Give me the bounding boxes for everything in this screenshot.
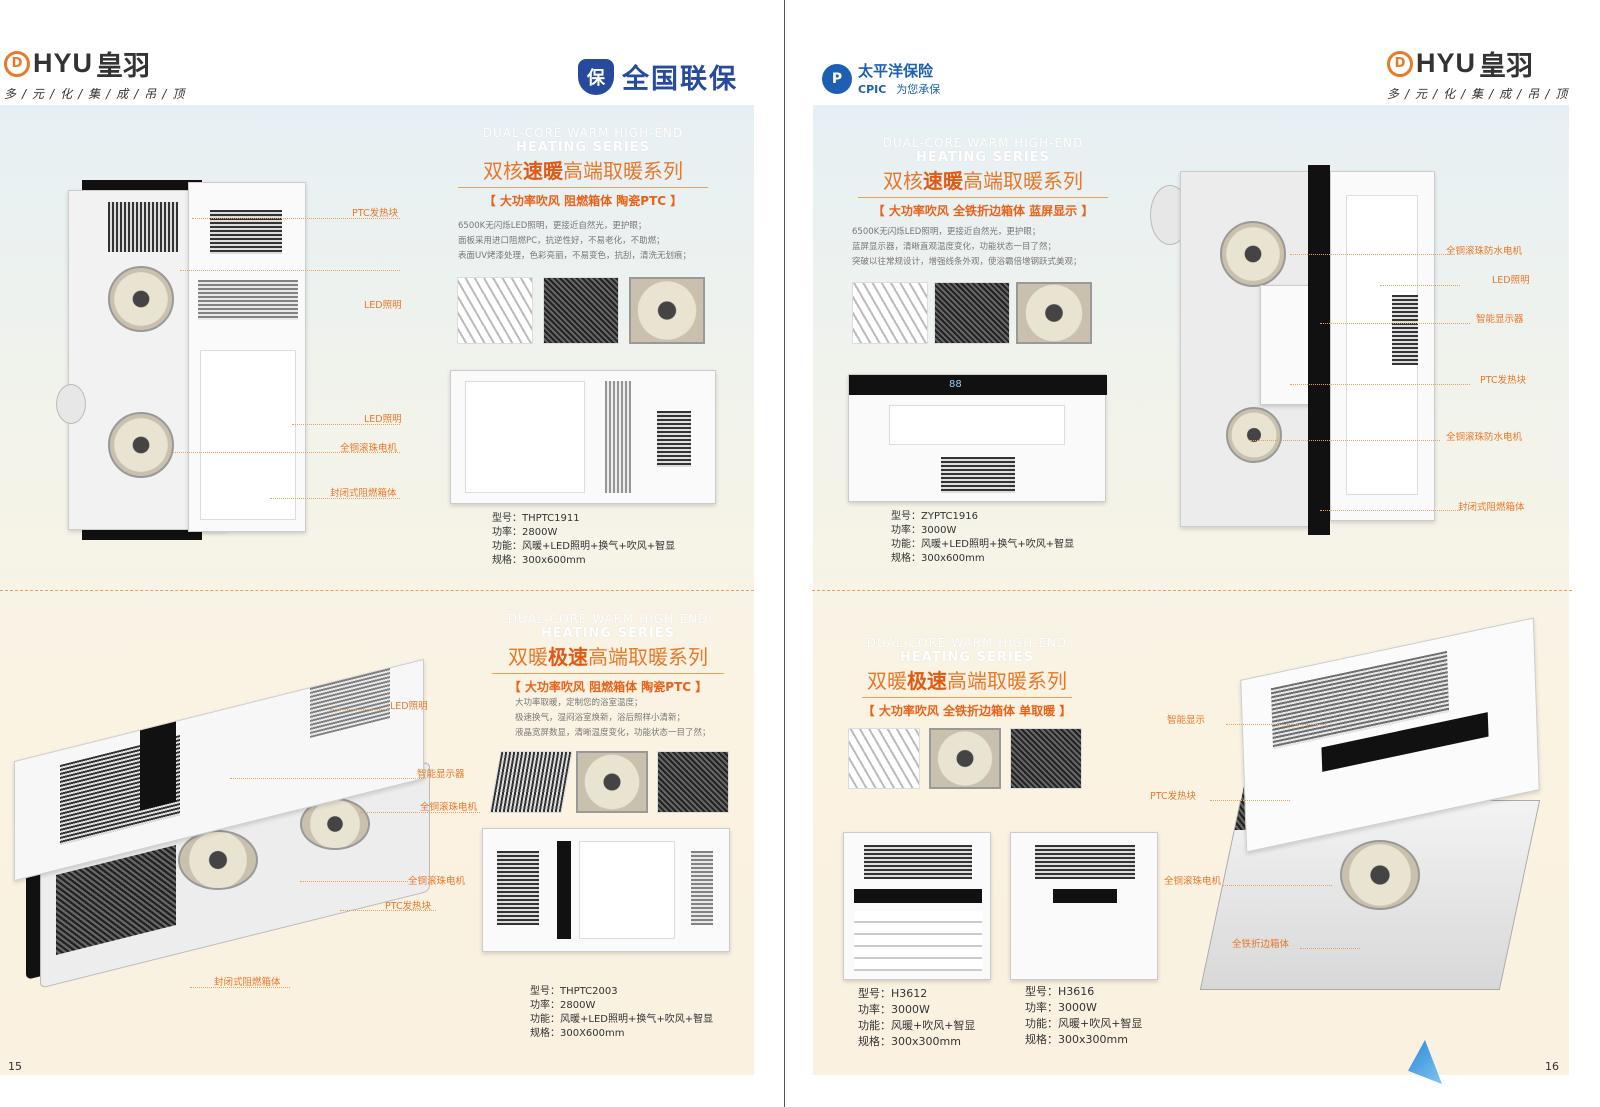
section-heading-h36: DUAL-CORE WARM HIGH-END HEATING SERIES 双… [862,636,1072,719]
description-zyptc1916: 6500K无闪烁LED照明，更接近自然光，更护眼； 蓝屏显示器，清晰直观温度变化… [852,227,1082,267]
left-page: D HYU 皇羽 多/元/化/集/成/吊/顶 保 全国联保 PTC发热块 LED… [0,0,754,1107]
brand-cn: 皇羽 [96,51,151,82]
warranty-badge: 保 全国联保 [578,57,738,96]
thumb-fan-detail-d [929,728,1001,789]
thumb-fan-detail-b [576,751,648,813]
warranty-text: 全国联保 [622,64,738,95]
heading-tagline-b: 【 大功率吹风 阻燃箱体 陶瓷PTC 】 [508,680,708,694]
product-image-zyptc1916 [1150,165,1435,535]
label-waterproof-motor: 全铜滚珠防水电机 [1446,246,1523,257]
product-image-h36 [1199,617,1558,1000]
page-number-right: 16 [1545,1060,1559,1073]
description-thptc1911: 6500K无闪烁LED照明，更接近自然光，更护眼； 面板采用进口阻燃PC，抗逆性… [458,221,692,261]
product-front-thptc1911 [450,370,716,504]
spec-thptc2003: 型号：THPTC2003 功率：2800W 功能：风暖+LED照明+换气+吹风+… [530,986,714,1039]
heading-en-line2-c: HEATING SERIES [916,150,1050,165]
brand-mark-icon: D [4,50,30,77]
brand-word: HYU [33,48,94,78]
heading-en-line2-d: HEATING SERIES [900,650,1034,665]
label-copper-motor-c: 全铜滚珠电机 [408,876,466,887]
brand-mark-icon-right: D [1387,50,1413,77]
label-smart-display-c: 智能显示器 [1476,314,1524,325]
heading-en-line1-c: DUAL-CORE WARM HIGH-END [882,136,1084,150]
label-led-light-b: LED照明 [390,701,428,712]
brand-tagline-right: 多/元/化/集/成/吊/顶 [1387,87,1574,101]
heading-en-line2: HEATING SERIES [516,140,650,155]
product-front-h3612 [843,832,991,980]
heading-en-line1-d: DUAL-CORE WARM HIGH-END [866,636,1068,650]
section-heading-thptc2003: DUAL-CORE WARM HIGH-END HEATING SERIES 双… [492,612,724,695]
cpic-icon: P [822,63,852,94]
thumb-fan-detail-c [1016,282,1092,344]
spec-thptc1911: 型号：THPTC1911 功率：2800W 功能：风暖+LED照明+换气+吹风+… [492,513,676,566]
thumb-mesh-detail-b [657,751,729,813]
heading-cn-title-d: 双暖极速高端取暖系列 [862,665,1072,698]
spec-h3616: 型号：H3616 功率：3000W 功能：风暖+吹风+智显 规格：300x300… [1025,985,1143,1046]
product-image-thptc1911 [56,180,306,540]
label-sealed-box: 封闭式阻燃箱体 [330,488,397,499]
thumb-panel-detail-d [848,728,920,789]
label-ptc-heater-c: PTC发热块 [1480,375,1527,386]
label-iron-box-d: 全铁折边箱体 [1232,939,1290,950]
thumb-grille-detail [489,751,573,813]
heading-cn-title-c: 双核速暖高端取暖系列 [858,165,1108,198]
heading-tagline: 【 大功率吹风 阻燃箱体 陶瓷PTC 】 [483,194,683,208]
label-sealed-box-b: 封闭式阻燃箱体 [214,977,281,988]
label-led-light: LED照明 [364,300,402,311]
section-divider-left [0,590,754,591]
heading-cn-title-b: 双暖极速高端取暖系列 [492,641,724,674]
spec-zyptc1916: 型号：ZYPTC1916 功率：3000W 功能：风暖+LED照明+换气+吹风+… [891,511,1075,564]
thumb-mesh-detail [543,277,619,344]
label-copper-motor: 全铜滚珠电机 [340,443,398,454]
label-copper-motor-d: 全铜滚珠电机 [1164,876,1222,887]
product-front-thptc2003 [482,828,730,952]
label-led-light-2: LED照明 [364,414,402,425]
heading-tagline-d: 【 大功率吹风 全铁折边箱体 单取暖 】 [862,704,1072,718]
thumb-mesh-detail-c [934,282,1010,344]
section-heading-zyptc1916: DUAL-CORE WARM HIGH-END HEATING SERIES 双… [858,136,1108,219]
brand-cn-right: 皇羽 [1479,51,1534,82]
label-ptc-heater-b: PTC发热块 [385,901,432,912]
thumb-panel-detail [457,277,533,344]
page-number-left: 15 [8,1060,22,1073]
thumb-mesh-detail-d [1010,728,1082,789]
label-copper-motor-b: 全铜滚珠电机 [420,802,478,813]
description-thptc2003: 大功率取暖，定制您的浴室温度； 极速换气，湿闷浴室焕新，浴后照样小清新； 液晶宽… [515,698,711,738]
brand-tagline: 多/元/化/集/成/吊/顶 [4,87,191,101]
brand-logo-right: D HYU 皇羽 多/元/化/集/成/吊/顶 [1387,44,1573,102]
spec-h3612: 型号：H3612 功率：3000W 功能：风暖+吹风+智显 规格：300x300… [858,987,976,1048]
label-led-light-c: LED照明 [1492,275,1530,286]
heading-en-line2-b: HEATING SERIES [541,626,675,641]
label-sealed-box-c: 封闭式阻燃箱体 [1458,502,1525,513]
label-smart-display: 智能显示器 [417,769,465,780]
label-ptc-heater: PTC发热块 [352,208,399,219]
heading-cn-title: 双核速暖高端取暖系列 [458,155,708,188]
section-heading-thptc1911: DUAL-CORE WARM HIGH-END HEATING SERIES 双… [458,126,708,209]
product-image-thptc2003 [10,658,440,990]
page-gutter [754,0,784,1107]
brand-word-right: HYU [1416,48,1477,78]
heading-tagline-c: 【 大功率吹风 全铁折边箱体 蓝屏显示 】 [872,204,1094,218]
heading-en-line1: DUAL-CORE WARM HIGH-END [482,126,684,140]
product-front-h3616 [1010,832,1158,980]
insurer-cn: 太平洋保险 [858,62,934,80]
label-smart-display-d: 智能显示 [1167,715,1206,726]
section-divider-right [812,590,1572,591]
heading-en-line1-b: DUAL-CORE WARM HIGH-END [507,612,709,626]
thumb-fan-detail [629,277,705,344]
brand-logo-left: D HYU 皇羽 多/元/化/集/成/吊/顶 [4,44,190,102]
shield-icon: 保 [578,58,614,95]
label-ptc-heater-d: PTC发热块 [1150,791,1197,802]
thumb-panel-detail-c [852,282,928,344]
product-front-zyptc1916: 88 [848,374,1107,502]
label-waterproof-motor-2: 全铜滚珠防水电机 [1446,432,1523,443]
